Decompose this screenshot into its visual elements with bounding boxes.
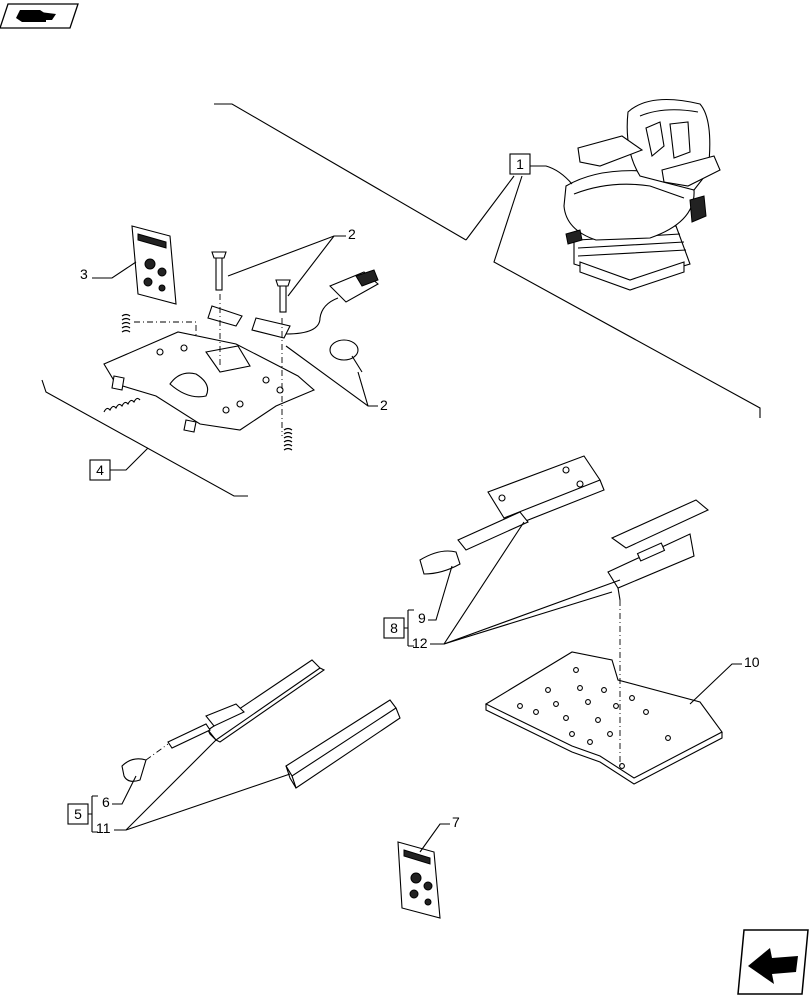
group-boundary-lines xyxy=(41,103,761,497)
suspension-plate xyxy=(103,294,316,451)
callout-1: 1 xyxy=(509,153,573,185)
callout-6-text: 6 xyxy=(102,794,110,810)
callout-7-text: 7 xyxy=(452,814,460,830)
book-hand-icon[interactable] xyxy=(0,3,79,29)
callout-3: 3 xyxy=(80,261,137,282)
next-page-arrow-icon[interactable] xyxy=(737,929,809,995)
callout-2-top: 2 xyxy=(227,226,356,297)
callout-12-text: 12 xyxy=(412,635,428,651)
callout-5-text: 5 xyxy=(74,806,82,822)
callout-3-text: 3 xyxy=(80,266,88,282)
callout-2-top-text: 2 xyxy=(348,226,356,242)
callout-4: 4 xyxy=(89,447,149,481)
callout-11-text: 11 xyxy=(96,820,111,836)
callout-10: 10 xyxy=(689,654,760,705)
callout-7: 7 xyxy=(419,814,460,853)
slide-rails-upper xyxy=(419,455,710,601)
callout-9-text: 9 xyxy=(418,610,426,626)
callout-10-text: 10 xyxy=(744,654,760,670)
plate-holes xyxy=(517,667,671,769)
callout-1-text: 1 xyxy=(516,156,524,172)
label-sticker-3 xyxy=(131,225,177,305)
label-sticker-7 xyxy=(397,841,441,919)
callout-4-text: 4 xyxy=(96,462,104,478)
seat-assembly xyxy=(563,99,721,291)
callout-8-text: 8 xyxy=(390,620,398,636)
callout-5-6-11: 5 6 11 xyxy=(67,739,291,836)
slide-rails-lower xyxy=(121,659,401,789)
bolt-sensor-group xyxy=(207,251,379,373)
callout-2-bottom-text: 2 xyxy=(380,397,388,413)
callout-2-bottom: 2 xyxy=(285,345,388,413)
base-plate xyxy=(484,600,723,785)
callout-8-9-12: 8 9 12 xyxy=(383,521,621,651)
